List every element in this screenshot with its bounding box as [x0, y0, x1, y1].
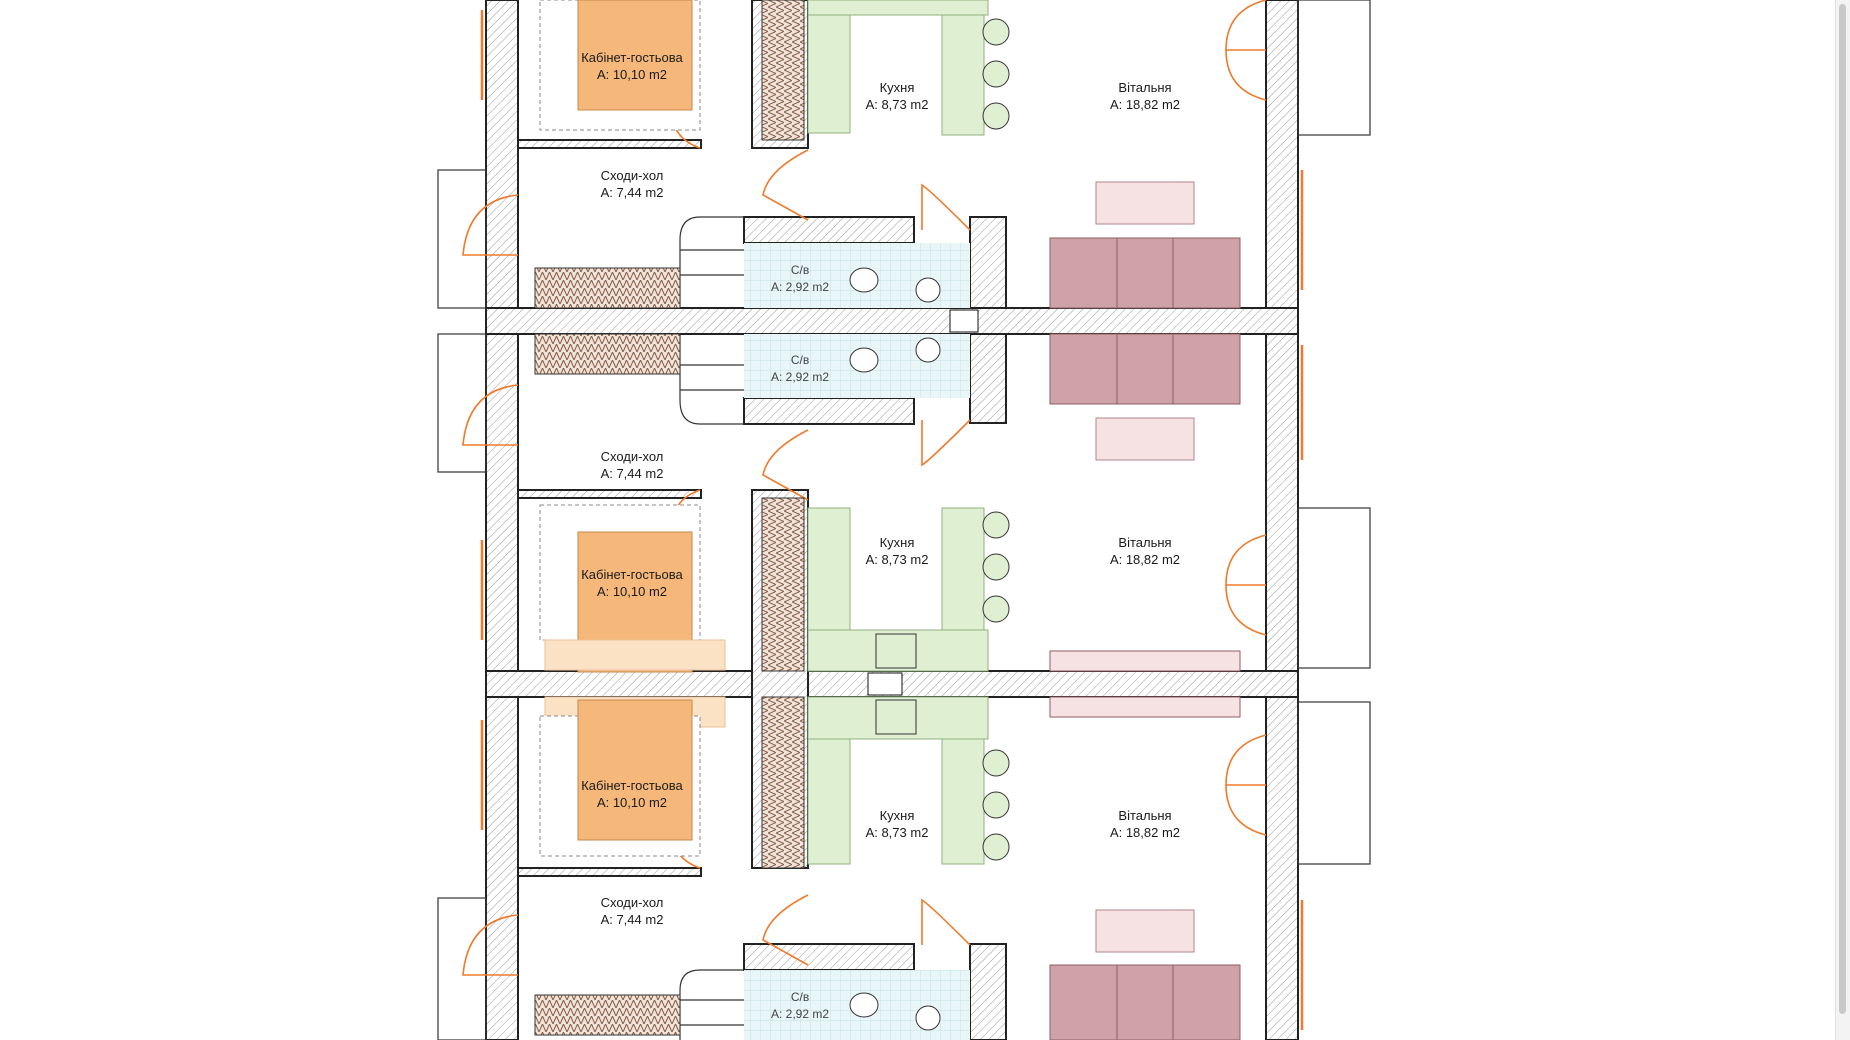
room-area-vitalnia-3: A: 18,82 m2: [1110, 825, 1180, 840]
terraces: [437, 0, 1371, 1040]
room-name-vitalnia-2: Вітальня: [1118, 535, 1171, 550]
bedroom-furniture: [539, 0, 726, 857]
room-labels: Кабінет-гостьова A: 10,10 m2 Кухня A: 8,…: [581, 50, 1180, 1021]
room-name-hol-2: Сходи-хол: [601, 449, 664, 464]
windows: [480, 10, 1304, 1030]
room-name-kuxnia-1: Кухня: [880, 80, 915, 95]
room-area-hol-1: A: 7,44 m2: [601, 185, 664, 200]
living-furniture: [1049, 181, 1241, 1040]
room-area-kuxnia-2: A: 8,73 m2: [866, 552, 929, 567]
wardrobes: [534, 0, 805, 1036]
room-name-vitalnia-3: Вітальня: [1118, 808, 1171, 823]
room-area-wc-3: A: 2,92 m2: [771, 1007, 829, 1021]
room-area-hol-3: A: 7,44 m2: [601, 912, 664, 927]
room-area-vitalnia-2: A: 18,82 m2: [1110, 552, 1180, 567]
room-area-kabinet-1: A: 10,10 m2: [597, 67, 667, 82]
room-area-vitalnia-1: A: 18,82 m2: [1110, 97, 1180, 112]
room-name-wc-3: С/в: [791, 990, 809, 1004]
room-name-hol-1: Сходи-хол: [601, 168, 664, 183]
room-area-kuxnia-1: A: 8,73 m2: [866, 97, 929, 112]
room-name-hol-3: Сходи-хол: [601, 895, 664, 910]
room-area-kabinet-3: A: 10,10 m2: [597, 795, 667, 810]
room-area-wc-2: A: 2,92 m2: [771, 370, 829, 384]
room-name-kuxnia-3: Кухня: [880, 808, 915, 823]
scrollbar-thumb[interactable]: [1839, 4, 1846, 1014]
room-name-wc-1: С/в: [791, 263, 809, 277]
kitchen-furniture: [807, 0, 1010, 865]
room-name-wc-2: С/в: [791, 353, 809, 367]
room-name-kuxnia-2: Кухня: [880, 535, 915, 550]
room-area-kuxnia-3: A: 8,73 m2: [866, 825, 929, 840]
bathrooms: [744, 243, 979, 1040]
room-name-kabinet-2: Кабінет-гостьова: [581, 567, 683, 582]
room-name-vitalnia-1: Вітальня: [1118, 80, 1171, 95]
room-name-kabinet-1: Кабінет-гостьова: [581, 50, 683, 65]
room-area-wc-1: A: 2,92 m2: [771, 280, 829, 294]
stairs: [679, 216, 744, 1040]
vertical-scrollbar[interactable]: [1835, 0, 1850, 1040]
room-area-hol-2: A: 7,44 m2: [601, 466, 664, 481]
room-name-kabinet-3: Кабінет-гостьова: [581, 778, 683, 793]
room-area-kabinet-2: A: 10,10 m2: [597, 584, 667, 599]
